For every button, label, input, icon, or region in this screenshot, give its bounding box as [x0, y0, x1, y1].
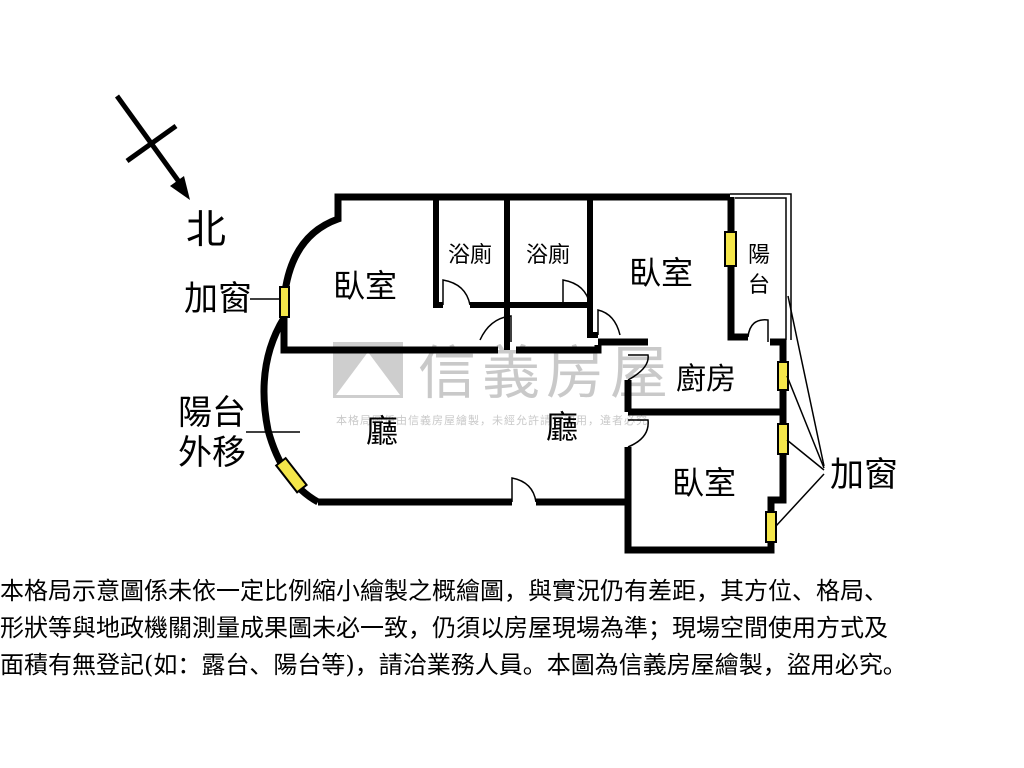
added-window-left: 加窗: [184, 279, 252, 319]
room-balcony-2: 台: [748, 273, 770, 298]
window-west: [279, 286, 290, 318]
balcony-moved-line2: 外移: [178, 433, 246, 473]
disclaimer-line: 形狀等與地政機關測量成果圖未必一致，仍須以房屋現場為準；現場空間使用方式及: [0, 614, 888, 642]
balcony-outline: [730, 193, 792, 340]
room-living-right: 廳: [546, 408, 578, 446]
room-bedroom-nw: 臥室: [333, 267, 397, 305]
window-balcony-curve: [274, 456, 308, 494]
leader-lines: [246, 295, 825, 527]
room-labels: 臥室 浴廁 浴廁 臥室 陽 台 廚房 廳 廳 臥室: [333, 243, 770, 502]
floor-plan: 信義房屋 本格局圖係由信義房屋繪製，未經允許請勿盜用，違者必究 北: [114, 94, 898, 554]
room-kitchen: 廚房: [676, 362, 736, 397]
watermark-notice: 本格局圖係由信義房屋繪製，未經允許請勿盜用，違者必究: [336, 413, 648, 427]
room-living-left: 廳: [366, 412, 398, 450]
doors: [442, 279, 769, 503]
room-bath-1: 浴廁: [448, 243, 492, 268]
room-bedroom-ne: 臥室: [629, 254, 693, 292]
annotations: 加窗 陽台 外移 加窗: [178, 279, 898, 495]
room-bath-2: 浴廁: [526, 243, 570, 268]
disclaimer-line: 面積有無登記(如：露台、陽台等)，請洽業務人員。本圖為信義房屋繪製，盜用必究。: [0, 651, 907, 679]
windows: [274, 231, 789, 543]
balcony-moved-line1: 陽台: [178, 393, 246, 433]
window-bedroom-se: [765, 511, 777, 543]
room-bedroom-se: 臥室: [672, 464, 736, 502]
added-window-right: 加窗: [830, 455, 898, 495]
disclaimer-line: 本格局示意圖係未依一定比例縮小繪製之概繪圖，與實況仍有差距，其方位、格局、: [0, 577, 888, 605]
north-arrow-icon: 北: [114, 94, 226, 253]
room-balcony: 陽: [748, 243, 770, 268]
window-bedroom-e: [777, 423, 789, 455]
north-label: 北: [186, 207, 226, 253]
partitions: [433, 200, 598, 350]
disclaimer: 本格局示意圖係未依一定比例縮小繪製之概繪圖，與實況仍有差距，其方位、格局、 形狀…: [0, 573, 1024, 684]
window-balcony: [724, 231, 737, 267]
window-kitchen: [777, 361, 789, 391]
